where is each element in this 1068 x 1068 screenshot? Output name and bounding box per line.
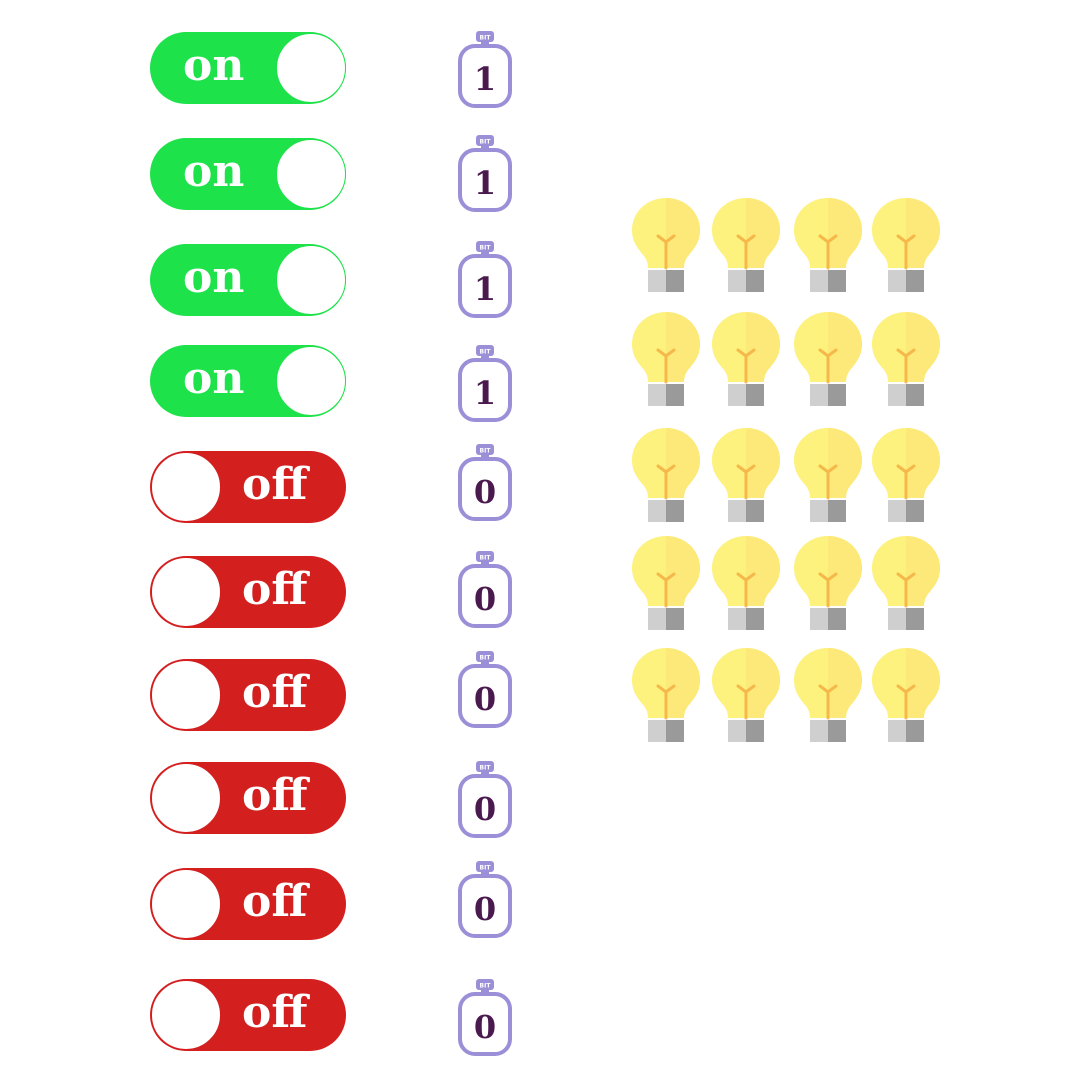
toggle-label: on: [183, 353, 245, 404]
bit-value: 0: [474, 473, 496, 511]
toggle-knob[interactable]: [151, 869, 221, 939]
bit-cap-text: BIT: [480, 35, 492, 42]
toggle-switch-2[interactable]: on: [150, 138, 346, 210]
bit-cap-text: BIT: [480, 245, 492, 252]
toggle-switch-8[interactable]: off: [150, 762, 346, 834]
toggle-knob[interactable]: [276, 139, 346, 209]
bit-indicator-2: BIT 1: [455, 134, 515, 214]
bit-badge-icon: BIT 0: [458, 551, 512, 628]
toggle-label: off: [242, 459, 308, 510]
light-bulb-icon: [870, 426, 942, 526]
light-bulb-grid: [630, 196, 950, 746]
bit-badge-icon: BIT 0: [458, 861, 512, 938]
bit-badge-icon: BIT 1: [458, 31, 512, 108]
bit-value: 1: [474, 164, 496, 202]
light-bulb-icon: [870, 310, 942, 410]
bit-indicator-6: BIT 0: [455, 550, 515, 630]
bit-value: 0: [474, 580, 496, 618]
toggle-switch-10[interactable]: off: [150, 979, 346, 1051]
bit-cap-text: BIT: [480, 983, 492, 990]
light-bulb-icon: [792, 534, 864, 634]
bit-cap-text: BIT: [480, 655, 492, 662]
light-bulb-icon: [630, 534, 702, 634]
bit-value: 0: [474, 680, 496, 718]
toggle-label: off: [242, 770, 308, 821]
bit-cap-text: BIT: [480, 349, 492, 356]
toggle-label: off: [242, 667, 308, 718]
bit-cap-text: BIT: [480, 139, 492, 146]
bit-indicator-5: BIT 0: [455, 443, 515, 523]
bit-value: 0: [474, 1008, 496, 1046]
bit-indicator-7: BIT 0: [455, 650, 515, 730]
light-bulb-icon: [710, 534, 782, 634]
bit-indicator-8: BIT 0: [455, 760, 515, 840]
toggle-knob[interactable]: [276, 33, 346, 103]
bit-badge-icon: BIT 1: [458, 345, 512, 422]
bit-badge-icon: BIT 0: [458, 651, 512, 728]
toggle-label: on: [183, 146, 245, 197]
light-bulb-icon: [630, 426, 702, 526]
toggle-knob[interactable]: [151, 660, 221, 730]
toggle-switch-3[interactable]: on: [150, 244, 346, 316]
light-bulb-icon: [792, 426, 864, 526]
bit-value: 0: [474, 790, 496, 828]
light-bulb-icon: [710, 310, 782, 410]
bit-value: 1: [474, 60, 496, 98]
bit-badge-icon: BIT 0: [458, 761, 512, 838]
toggle-switch-7[interactable]: off: [150, 659, 346, 731]
light-bulb-icon: [792, 646, 864, 746]
bit-badge-icon: BIT 1: [458, 135, 512, 212]
toggle-knob[interactable]: [151, 557, 221, 627]
bit-indicator-1: BIT 1: [455, 30, 515, 110]
toggle-knob[interactable]: [151, 763, 221, 833]
bit-indicator-9: BIT 0: [455, 860, 515, 940]
light-bulb-icon: [630, 646, 702, 746]
toggle-knob[interactable]: [276, 346, 346, 416]
toggle-switch-9[interactable]: off: [150, 868, 346, 940]
toggle-switch-6[interactable]: off: [150, 556, 346, 628]
toggle-label: off: [242, 987, 308, 1038]
light-bulb-icon: [792, 310, 864, 410]
bit-badge-icon: BIT 0: [458, 979, 512, 1056]
toggle-knob[interactable]: [151, 452, 221, 522]
light-bulb-icon: [710, 426, 782, 526]
bit-cap-text: BIT: [480, 865, 492, 872]
toggle-label: off: [242, 876, 308, 927]
light-bulb-icon: [870, 196, 942, 296]
toggle-label: on: [183, 40, 245, 91]
bit-cap-text: BIT: [480, 448, 492, 455]
bit-cap-text: BIT: [480, 555, 492, 562]
bit-badge-icon: BIT 0: [458, 444, 512, 521]
bit-value: 1: [474, 270, 496, 308]
bit-indicator-4: BIT 1: [455, 344, 515, 424]
light-bulb-icon: [870, 534, 942, 634]
light-bulb-icon: [630, 196, 702, 296]
bit-indicator-3: BIT 1: [455, 240, 515, 320]
toggle-switch-5[interactable]: off: [150, 451, 346, 523]
bit-cap-text: BIT: [480, 765, 492, 772]
toggle-label: on: [183, 252, 245, 303]
light-bulb-icon: [792, 196, 864, 296]
light-bulb-icon: [870, 646, 942, 746]
bit-indicator-10: BIT 0: [455, 978, 515, 1058]
bit-value: 1: [474, 374, 496, 412]
light-bulb-icon: [630, 310, 702, 410]
toggle-label: off: [242, 564, 308, 615]
bit-value: 0: [474, 890, 496, 928]
toggle-switch-1[interactable]: on: [150, 32, 346, 104]
toggle-switch-4[interactable]: on: [150, 345, 346, 417]
light-bulb-icon: [710, 646, 782, 746]
toggle-knob[interactable]: [151, 980, 221, 1050]
toggle-knob[interactable]: [276, 245, 346, 315]
bit-badge-icon: BIT 1: [458, 241, 512, 318]
light-bulb-icon: [710, 196, 782, 296]
